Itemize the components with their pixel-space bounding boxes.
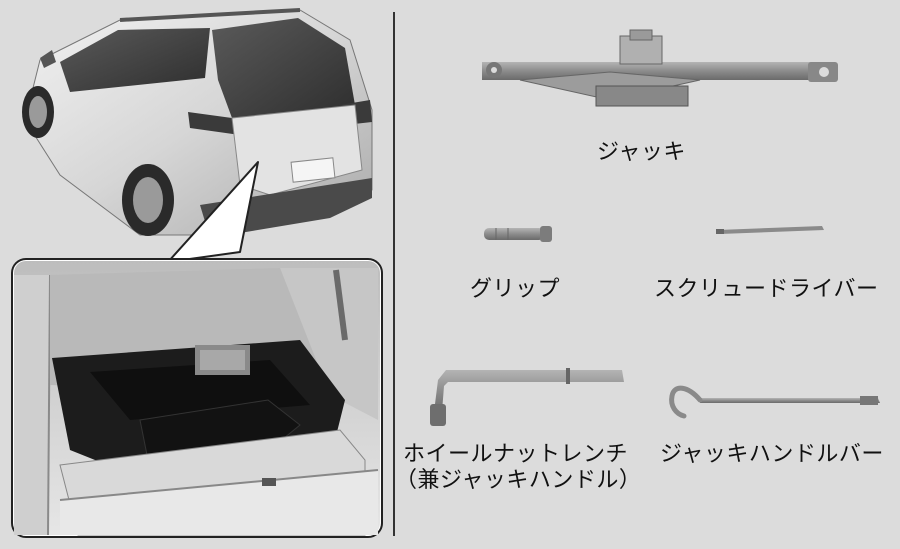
- wheel-nut-wrench-sublabel: （兼ジャッキハンドル）: [395, 468, 642, 493]
- trunk-storage-inset-image: [11, 258, 383, 538]
- grip-label: グリップ: [470, 277, 561, 302]
- jack-handle-bar-image: [669, 385, 880, 419]
- suv-rear-view-image: [22, 8, 373, 263]
- jack-image: [482, 29, 838, 107]
- screwdriver-label: スクリュードライバー: [654, 277, 879, 302]
- wheel-nut-wrench-label: ホイールナットレンチ: [403, 442, 629, 467]
- grip-image: [484, 226, 552, 242]
- wheel-nut-wrench-image: [430, 368, 624, 426]
- jack-label: ジャッキ: [597, 140, 686, 165]
- vertical-divider: [393, 12, 395, 536]
- screwdriver-image: [716, 226, 824, 234]
- jack-handle-bar-label: ジャッキハンドルバー: [660, 442, 884, 467]
